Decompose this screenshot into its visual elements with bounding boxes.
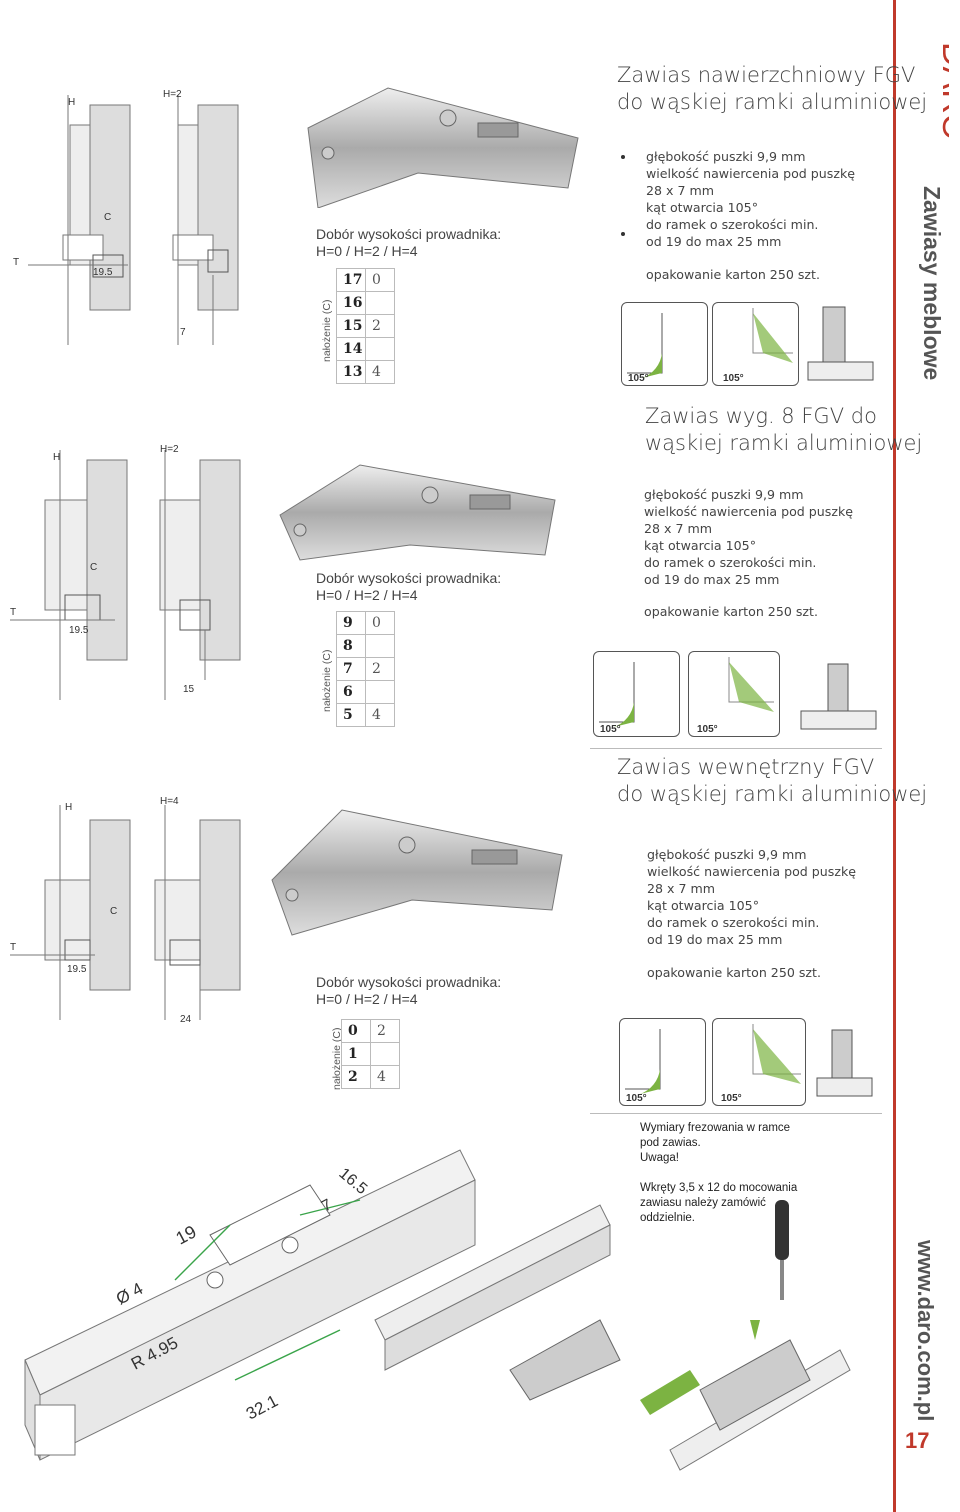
section3-icon-open-105: 105° — [619, 1018, 706, 1106]
screws-note: Wkręty 3,5 x 12 do mocowania zawiasu nal… — [640, 1182, 798, 1224]
section-divider — [590, 748, 882, 749]
svg-text:19.5: 19.5 — [69, 625, 89, 636]
svg-text:T: T — [10, 607, 16, 618]
daro-logo: DARO — [935, 42, 949, 138]
assembly-illustration — [374, 1200, 851, 1471]
milling-note: Wymiary frezowania w ramce pod zawias. U… — [640, 1122, 791, 1164]
section1-icon-angle-105: 105° — [712, 302, 799, 386]
section2-icon-open-105: 105° — [593, 651, 680, 737]
section3-title: Zawias wewnętrzny FGV do wąskiej ramki a… — [617, 755, 928, 806]
section2-specs: głębokość puszki 9,9 mm wielkość nawierc… — [644, 487, 853, 587]
section1-technical-drawing: H H=2 C T 19.5 7 — [13, 89, 239, 345]
accent-divider — [893, 0, 896, 1512]
section2-icon-angle-105: 105° — [688, 651, 780, 737]
svg-text:24: 24 — [180, 1014, 192, 1025]
section2-technical-drawing: H H=2 C T 19.5 15 — [10, 444, 241, 700]
section3-technical-drawing: H H=4 C T 19.5 24 — [10, 796, 241, 1025]
svg-text:7: 7 — [180, 327, 186, 338]
svg-text:16.5: 16.5 — [335, 1165, 370, 1198]
section3-icon-crosssection — [812, 1020, 877, 1102]
svg-text:32.1: 32.1 — [243, 1391, 281, 1423]
section3-icon-angle-105: 105° — [712, 1018, 806, 1106]
section2-dobor: Dobór wysokości prowadnika: H=0 / H=2 / … — [316, 570, 502, 603]
svg-text:C: C — [104, 212, 111, 223]
svg-text:19.5: 19.5 — [93, 267, 113, 278]
section2-title: Zawias wyg. 8 FGV do wąskiej ramki alumi… — [645, 404, 923, 455]
section1-nalozenie: nałożenie (C) — [321, 299, 333, 362]
svg-text:105°: 105° — [628, 373, 649, 384]
svg-text:C: C — [110, 906, 117, 917]
section2-hinge-photo — [279, 464, 556, 561]
section1-hinge-photo — [307, 87, 579, 208]
section1-icon-crosssection — [803, 302, 878, 384]
bullet — [621, 155, 625, 159]
section2-packaging: opakowanie karton 250 szt. — [644, 604, 818, 619]
svg-text:19.5: 19.5 — [67, 964, 87, 975]
section-label: Zawiasy meblowe — [919, 186, 945, 381]
section1-dobor: Dobór wysokości prowadnika: H=0 / H=2 / … — [316, 226, 502, 259]
svg-text:105°: 105° — [721, 1093, 742, 1104]
section3-specs: głębokość puszki 9,9 mm wielkość nawierc… — [647, 847, 856, 947]
page-number: 17 — [905, 1428, 930, 1453]
svg-text:H=2: H=2 — [160, 444, 179, 455]
svg-text:H=4: H=4 — [160, 796, 179, 807]
section3-packaging: opakowanie karton 250 szt. — [647, 965, 821, 980]
svg-text:H=2: H=2 — [163, 89, 182, 100]
svg-text:H: H — [53, 452, 60, 463]
svg-text:H: H — [65, 802, 72, 813]
svg-text:19: 19 — [172, 1221, 199, 1248]
section1-title: Zawias nawierzchniowy FGV do wąskiej ram… — [617, 63, 928, 114]
bullet — [621, 232, 625, 236]
section1-specs: głębokość puszki 9,9 mm wielkość nawierc… — [646, 149, 855, 249]
website[interactable]: www.daro.com.pl — [913, 1240, 938, 1422]
svg-text:105°: 105° — [723, 373, 744, 384]
svg-text:105°: 105° — [626, 1093, 647, 1104]
logo-text: DARO — [935, 42, 949, 138]
svg-text:C: C — [90, 562, 97, 573]
svg-text:105°: 105° — [697, 724, 718, 735]
svg-text:T: T — [10, 942, 16, 953]
svg-text:105°: 105° — [600, 724, 621, 735]
section2-nalozenie: nałożenie (C) — [321, 649, 333, 712]
svg-text:15: 15 — [183, 684, 195, 695]
svg-text:T: T — [13, 257, 19, 268]
section2-icon-crosssection — [796, 659, 881, 735]
section3-hinge-photo — [271, 809, 563, 936]
svg-text:H: H — [68, 97, 75, 108]
section-divider — [590, 1113, 882, 1114]
milling-drawing: 19 7 16.5 Ø 4 R 4.95 32.1 — [24, 1149, 476, 1461]
section3-dobor: Dobór wysokości prowadnika: H=0 / H=2 / … — [316, 974, 502, 1007]
section1-icon-open-105: 105° — [621, 302, 708, 386]
section1-packaging: opakowanie karton 250 szt. — [646, 267, 820, 282]
